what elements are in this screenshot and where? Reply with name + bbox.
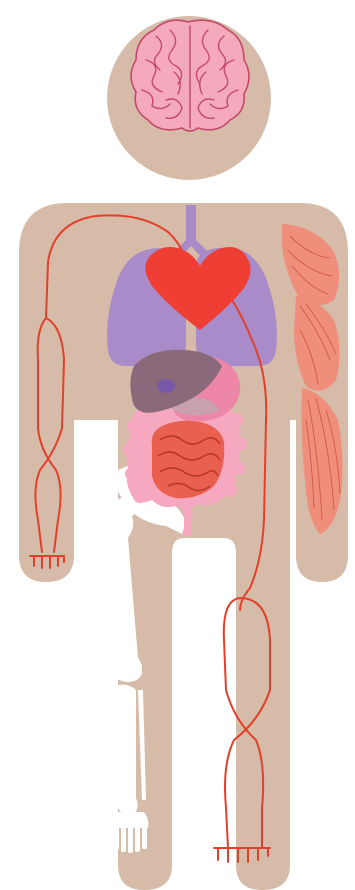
gallbladder xyxy=(157,379,175,393)
patella-bone xyxy=(114,662,142,682)
brain-icon xyxy=(131,20,249,131)
femur-head xyxy=(114,497,136,519)
tibia-bone xyxy=(114,685,138,814)
